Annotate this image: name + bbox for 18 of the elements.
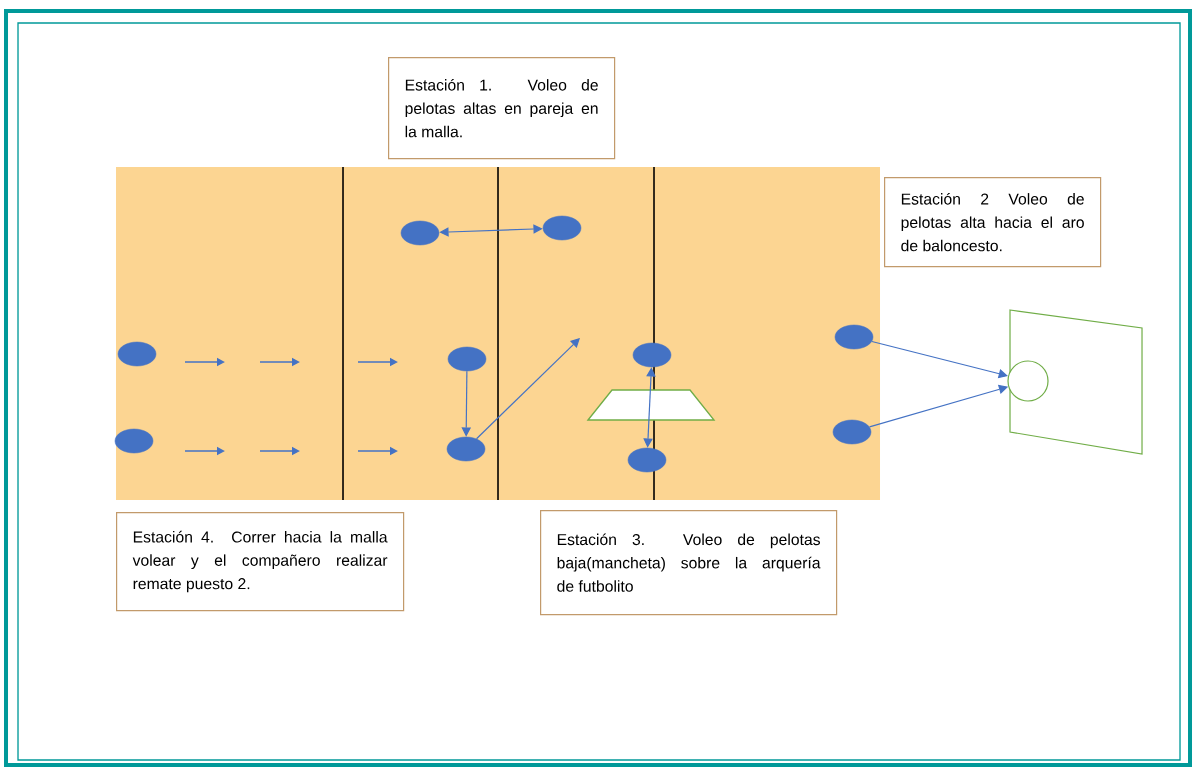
- station-text-box: Estación 2 Voleo de pelotas alta hacia el aro de baloncesto.: [884, 177, 1102, 268]
- station-text-box: Estación 3. Voleo de pelotas baja(mancheta) sobre la arquería de futbolito: [540, 510, 838, 616]
- hoop-circle: [1007, 360, 1049, 402]
- player-marker: [400, 220, 440, 246]
- player-marker: [632, 342, 672, 368]
- player-marker: [446, 436, 486, 462]
- backboard-drawing: [1009, 309, 1143, 455]
- player-marker: [447, 346, 487, 372]
- arrow: [475, 338, 580, 440]
- station-text-box: Estación 1. Voleo de pelotas altas en pareja en la malla.: [388, 57, 616, 160]
- arrow: [871, 340, 1008, 379]
- player-marker: [834, 324, 874, 350]
- player-marker: [627, 447, 667, 473]
- player-marker: [117, 341, 157, 367]
- player-marker: [114, 428, 154, 454]
- station-text-box: Estación 4. Correr hacia la malla volear y el compañero realizar remate puesto 2.: [116, 512, 405, 612]
- player-marker: [542, 215, 582, 241]
- player-marker: [832, 419, 872, 445]
